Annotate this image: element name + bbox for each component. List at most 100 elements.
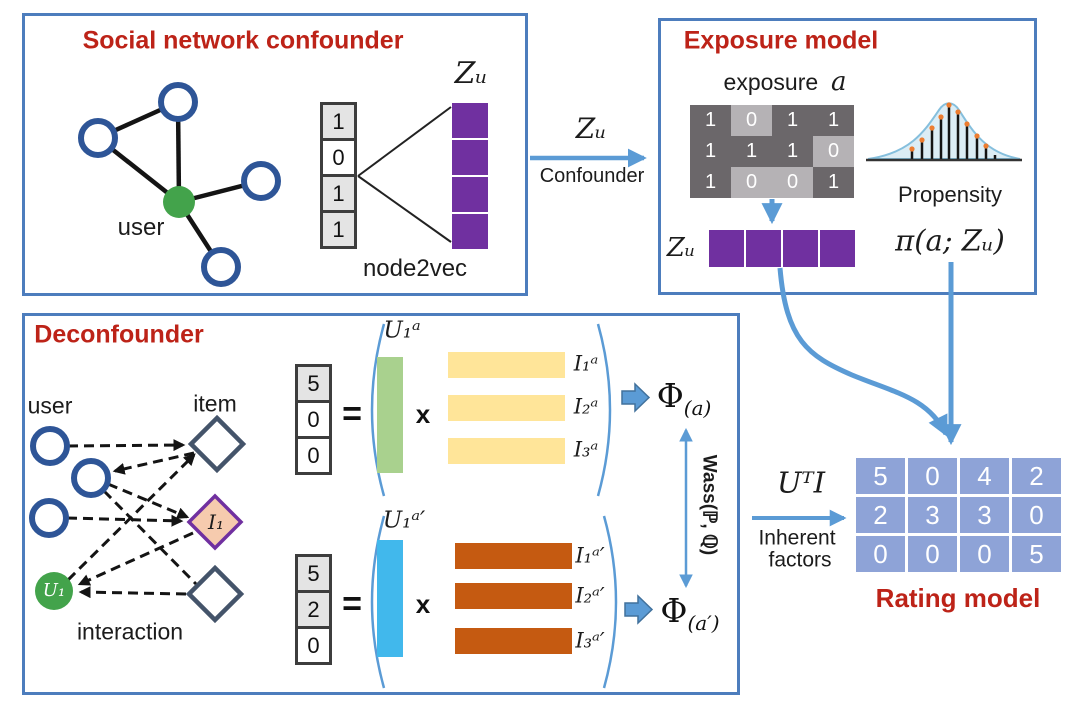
user-factor-a-prime-label: U₁ᵃ′: [382, 507, 426, 534]
phi-a-label: Φ(a): [657, 376, 712, 420]
item-factor-bar-yellow: [448, 352, 565, 378]
exposure-matrix: 1 0 1 1 1 1 1 0 1 0 0 1: [690, 105, 854, 198]
matrix-cell: 2: [1012, 458, 1061, 494]
wasserstein-label: Wass(ℙ, ℚ): [698, 454, 720, 556]
zu-label: Zᵤ: [454, 56, 488, 91]
item-factor-bar-yellow: [448, 395, 565, 421]
confounder-arrow-caption: Confounder: [539, 165, 645, 187]
propensity-label: Propensity: [898, 182, 1002, 207]
user-factor-bar-blue: [377, 540, 403, 657]
vector-cell: 0: [298, 626, 329, 662]
item-factor-a-prime-label: I₃ᵃ′: [575, 628, 605, 653]
item-factor-a-label: I₁ᵃ: [573, 351, 599, 376]
matrix-cell: 1: [690, 105, 731, 136]
matrix-cell: 3: [908, 497, 957, 533]
matrix-cell: 0: [731, 105, 772, 136]
item-factor-bar-orange: [455, 543, 572, 569]
social-network-nodes: [78, 82, 281, 287]
social-network-graph: [96, 99, 262, 269]
user-factor-a-label: U₁ᵃ: [383, 317, 421, 344]
inherent-caption: Inherent: [758, 526, 836, 550]
rating-model-title: Rating model: [875, 583, 1041, 613]
zu-to-rating-arrow: [777, 267, 949, 437]
matrix-cell: 0: [856, 536, 905, 572]
vector-cell: 2: [298, 590, 329, 626]
confounder-arrow-zu-label: Zᵤ: [575, 112, 607, 145]
times-sign: x: [415, 399, 431, 429]
social-confounder-panel: [22, 13, 528, 296]
item-factor-a-label: I₂ᵃ: [573, 394, 599, 419]
propensity-formula: π(a; Zᵤ): [895, 223, 1005, 258]
matrix-cell: 5: [1012, 536, 1061, 572]
user-node-label: user: [117, 214, 165, 241]
social-panel-title: Social network confounder: [82, 26, 404, 55]
vector-cell: 0: [298, 436, 329, 472]
item-factor-a-prime-label: I₂ᵃ′: [575, 583, 605, 608]
propensity-chart: [866, 102, 1022, 162]
times-sign: x: [415, 589, 431, 619]
matrix-cell: 0: [772, 167, 813, 198]
binary-adjacency-vector: 1 0 1 1: [320, 102, 357, 249]
matrix-parentheses: [370, 323, 618, 689]
matrix-cell: 3: [960, 497, 1009, 533]
zu-embedding-vector: [452, 103, 488, 249]
user-factor-bar-green: [377, 357, 403, 473]
rating-matrix: 5 0 4 2 2 3 3 0 0 0 0 5: [856, 458, 1061, 572]
phi-sub: (a′): [687, 610, 720, 635]
phi-a-block-arrow: [621, 382, 651, 413]
node2vec-mapping-lines: [357, 106, 452, 243]
matrix-cell: 2: [856, 497, 905, 533]
phi-base: Φ: [660, 591, 688, 631]
item-factor-a-label: I₃ᵃ: [573, 437, 599, 462]
vector-cell: 0: [323, 138, 354, 174]
matrix-cell: 1: [690, 167, 731, 198]
matrix-cell: 0: [731, 167, 772, 198]
matrix-cell: 0: [1012, 497, 1061, 533]
rating-vector-a: 5 0 0: [295, 364, 332, 475]
exposure-matrix-caption: exposure a: [724, 69, 847, 95]
item-factor-bar-orange: [455, 583, 572, 609]
zu-horizontal-vector: [709, 230, 855, 267]
node2vec-label: node2vec: [362, 255, 468, 282]
matrix-cell: 4: [960, 458, 1009, 494]
vector-cell: 0: [298, 400, 329, 436]
matrix-cell: 1: [813, 105, 854, 136]
exposure-model-panel: [658, 18, 1037, 295]
user-node-green: [163, 186, 195, 218]
deconfounder-panel: [22, 313, 740, 695]
u1-node-label: U₁: [42, 580, 66, 601]
phi-a-prime-label: Φ(a′): [660, 591, 719, 635]
deconfounder-panel-title: Deconfounder: [34, 320, 204, 349]
rating-vector-a-prime: 5 2 0: [295, 554, 332, 665]
item-factor-bar-orange: [455, 628, 572, 654]
matrix-cell: 1: [731, 136, 772, 167]
phi-base: Φ: [656, 376, 684, 416]
item-factor-a-prime-label: I₁ᵃ′: [575, 543, 605, 568]
vector-cell: 5: [298, 557, 329, 590]
interaction-label: interaction: [76, 618, 184, 645]
phi-sub: (a): [683, 395, 712, 420]
matrix-cell: 5: [856, 458, 905, 494]
matrix-cell: 1: [813, 167, 854, 198]
factors-caption: factors: [768, 548, 832, 572]
item-factor-bar-yellow: [448, 438, 565, 464]
uti-formula: UᵀI: [776, 465, 826, 500]
interaction-graph-edges: [66, 439, 198, 599]
i1-node-label: I₁: [208, 510, 224, 534]
matrix-cell: 0: [908, 458, 957, 494]
bipartite-item-label: item: [193, 390, 237, 417]
vector-cell: 1: [323, 105, 354, 138]
i1-diamond: [186, 493, 244, 551]
matrix-cell: 0: [960, 536, 1009, 572]
exposure-variable: a: [830, 67, 847, 97]
u1-node-green: [35, 572, 73, 610]
exposure-zu-label: Zᵤ: [666, 233, 696, 263]
vector-cell: 5: [298, 367, 329, 400]
matrix-cell: 0: [908, 536, 957, 572]
matrix-cell: 0: [813, 136, 854, 167]
vector-cell: 1: [323, 210, 354, 246]
matrix-cell: 1: [690, 136, 731, 167]
vector-cell: 1: [323, 174, 354, 210]
